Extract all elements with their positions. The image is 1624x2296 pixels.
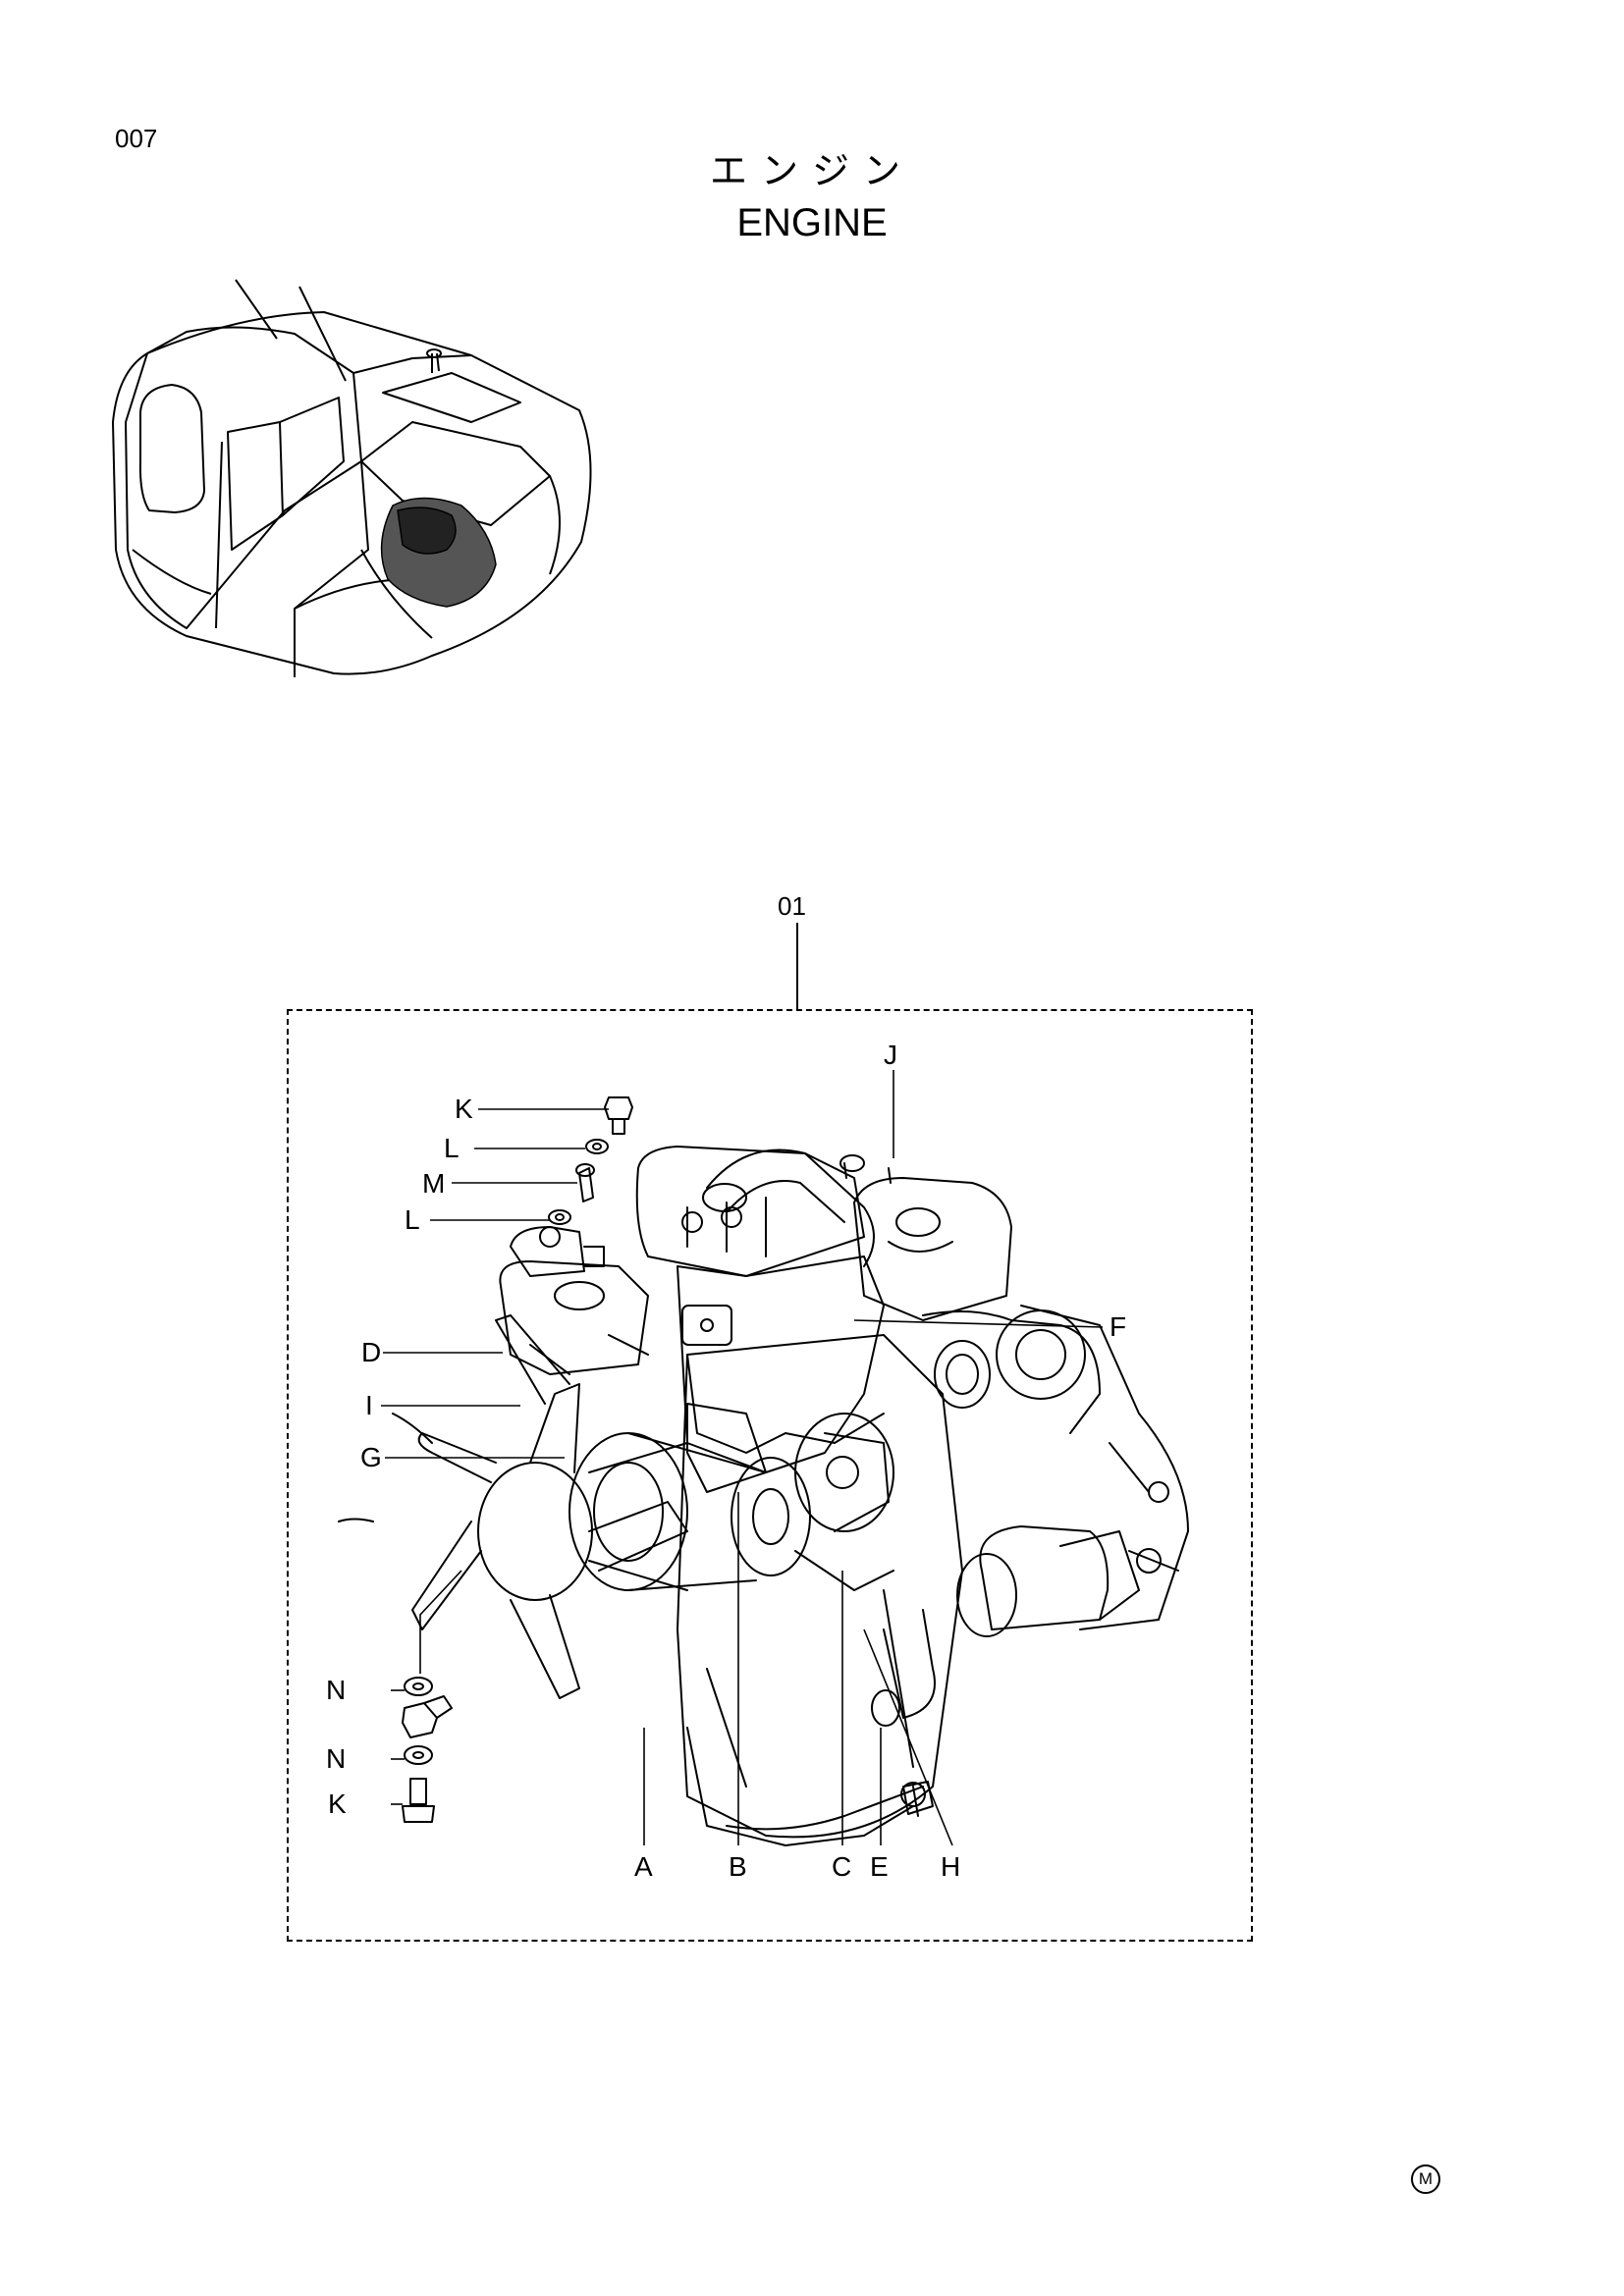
circled-m-mark: M (1411, 2164, 1440, 2194)
callout-k-bottom: K (328, 1789, 347, 1819)
callout-g: G (360, 1442, 382, 1472)
page-number: 007 (115, 124, 158, 153)
title-block: エンジン ENGINE (0, 145, 1624, 249)
callout-a: A (634, 1851, 653, 1882)
callout-d: D (361, 1337, 382, 1367)
excavator-locator-illustration (112, 279, 592, 677)
callout-c: C (832, 1851, 852, 1882)
callout-n-lower: N (326, 1743, 347, 1774)
callout-j: J (884, 1040, 897, 1070)
assembly-number: 01 (778, 891, 806, 921)
callout-n-upper: N (326, 1675, 347, 1705)
assembly-outline-box (287, 1009, 1253, 1942)
title-japanese: エンジン (709, 149, 914, 192)
title-english: ENGINE (736, 201, 888, 244)
callout-e: E (870, 1851, 889, 1882)
callout-h: H (941, 1851, 961, 1882)
callout-i: I (365, 1390, 373, 1420)
callout-l-lower: L (405, 1204, 420, 1235)
callout-l-upper: L (444, 1133, 460, 1163)
callout-b: B (729, 1851, 747, 1882)
callout-k-top: K (455, 1094, 473, 1124)
callout-m: M (422, 1168, 446, 1199)
callout-f: F (1110, 1311, 1127, 1342)
